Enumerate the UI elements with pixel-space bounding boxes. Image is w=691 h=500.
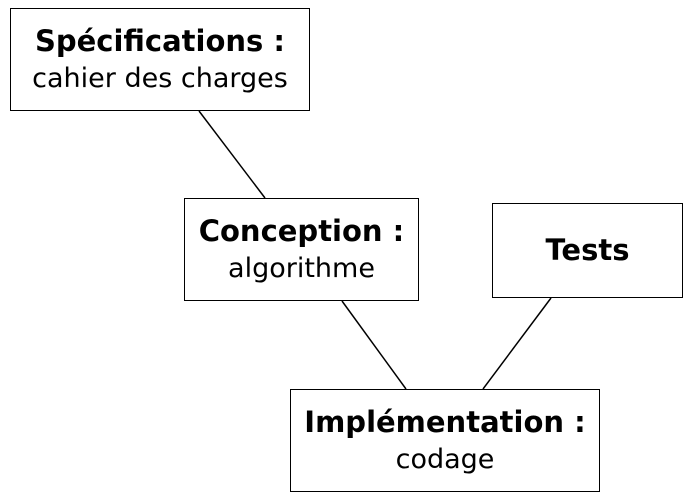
conception-box: Conception : algorithme [184,198,419,301]
tests-box: Tests [492,203,683,298]
conception-title: Conception : [198,214,405,249]
implementation-subtitle: codage [395,443,495,475]
implementation-title: Implémentation : [304,405,586,440]
connector-conception-to-implementation [341,300,407,390]
specifications-title: Spécifications : [34,24,286,59]
connector-tests-to-implementation [482,297,552,390]
tests-title: Tests [545,232,630,267]
implementation-box: Implémentation : codage [290,389,600,492]
connector-spec-to-conception [198,110,266,199]
specifications-subtitle: cahier des charges [32,62,288,94]
conception-subtitle: algorithme [228,252,375,284]
specifications-box: Spécifications : cahier des charges [10,8,310,111]
